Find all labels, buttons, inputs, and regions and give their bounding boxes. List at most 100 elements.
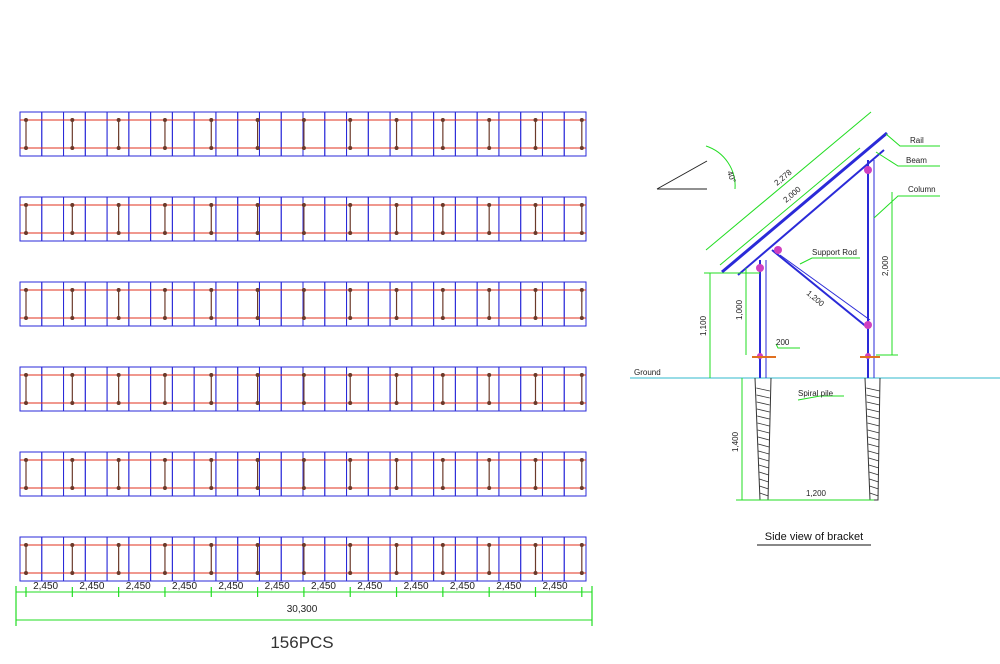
- pv-module: [324, 536, 348, 582]
- pile-point: [209, 146, 214, 150]
- pv-module: [150, 281, 173, 327]
- spiral-turn: [756, 387, 770, 392]
- pv-module: [19, 111, 43, 157]
- pile-point: [348, 543, 353, 547]
- pv-module: [41, 366, 65, 412]
- pv-module: [498, 366, 522, 412]
- pv-module: [541, 366, 565, 412]
- pv-module: [84, 281, 108, 327]
- pv-module: [454, 281, 478, 327]
- pv-module: [454, 451, 478, 497]
- pile-point: [348, 458, 353, 462]
- pv-module: [302, 536, 326, 582]
- support-rod-edge: [779, 254, 871, 321]
- pile-point: [255, 458, 260, 462]
- support-rod: [771, 249, 869, 329]
- pile-point: [487, 288, 492, 292]
- pile-point: [440, 288, 445, 292]
- pv-module: [41, 196, 65, 242]
- pile-point: [579, 571, 584, 575]
- rod-bottom-joint: [864, 321, 872, 329]
- panel-row: [19, 281, 587, 327]
- pile-point: [24, 316, 28, 320]
- pile-point: [440, 486, 445, 490]
- pv-module: [41, 536, 65, 582]
- pv-module: [150, 451, 173, 497]
- pv-module: [128, 366, 152, 412]
- pv-module: [19, 281, 43, 327]
- leader-lines: [775, 133, 940, 401]
- pile-point: [394, 486, 399, 490]
- spiral-turn: [867, 436, 880, 441]
- pv-module: [498, 451, 522, 497]
- pv-module: [171, 536, 195, 582]
- pile-point: [24, 288, 28, 292]
- pile-point: [70, 288, 75, 292]
- pv-module: [150, 366, 173, 412]
- pv-module: [411, 196, 435, 242]
- pile-point: [440, 571, 445, 575]
- pile-point: [255, 401, 260, 405]
- pv-module: [389, 196, 413, 242]
- pile-point: [487, 401, 492, 405]
- pile-point: [162, 486, 167, 490]
- pile-point: [440, 203, 445, 207]
- pv-module: [433, 111, 456, 157]
- pv-module: [302, 111, 326, 157]
- pile-point: [24, 118, 28, 122]
- pile-point: [70, 316, 75, 320]
- front-joint: [756, 264, 764, 272]
- pv-module: [280, 196, 304, 242]
- pv-module: [541, 111, 565, 157]
- pile-point: [162, 288, 167, 292]
- pile-point: [24, 571, 28, 575]
- pile-point: [394, 316, 399, 320]
- panel-length-label: 2,000: [782, 184, 804, 204]
- spiral-turn: [756, 394, 770, 399]
- pv-module: [258, 366, 282, 412]
- pv-module: [215, 366, 239, 412]
- pile-point: [487, 543, 492, 547]
- spiral-turn: [866, 408, 880, 413]
- angle-arc: [705, 145, 736, 190]
- rail-length-label: 2,278: [773, 167, 795, 187]
- pv-module: [171, 196, 195, 242]
- pv-module: [63, 111, 86, 157]
- pile-point: [209, 373, 214, 377]
- pile-point: [209, 543, 214, 547]
- pile-point: [209, 401, 214, 405]
- pv-module: [215, 451, 239, 497]
- pile-point: [70, 231, 75, 235]
- spiral-turn: [759, 478, 769, 483]
- pv-module: [150, 196, 173, 242]
- pile-point: [255, 288, 260, 292]
- pile-point: [301, 543, 306, 547]
- pile-point: [533, 316, 538, 320]
- front-column-label: 1,000: [735, 299, 744, 320]
- spiral-turn: [868, 471, 879, 476]
- pv-module: [520, 536, 543, 582]
- spiral-turn: [867, 422, 880, 427]
- pile-point: [579, 458, 584, 462]
- pile-point: [533, 571, 538, 575]
- spiral-turn: [757, 429, 770, 434]
- pv-module: [171, 366, 195, 412]
- pile-point: [579, 146, 584, 150]
- pile-point: [533, 458, 538, 462]
- pv-module: [433, 196, 456, 242]
- spiral-turn: [866, 394, 880, 399]
- vertical-dims: [704, 192, 898, 501]
- pile-point: [24, 373, 28, 377]
- pv-module: [498, 196, 522, 242]
- pile-point: [116, 203, 121, 207]
- pv-module: [520, 111, 543, 157]
- pv-module: [324, 111, 348, 157]
- pile-point: [255, 316, 260, 320]
- pv-module: [520, 281, 543, 327]
- pile-point: [394, 373, 399, 377]
- pv-module: [280, 451, 304, 497]
- pv-module: [258, 451, 282, 497]
- pile-point: [162, 146, 167, 150]
- pv-module: [324, 196, 348, 242]
